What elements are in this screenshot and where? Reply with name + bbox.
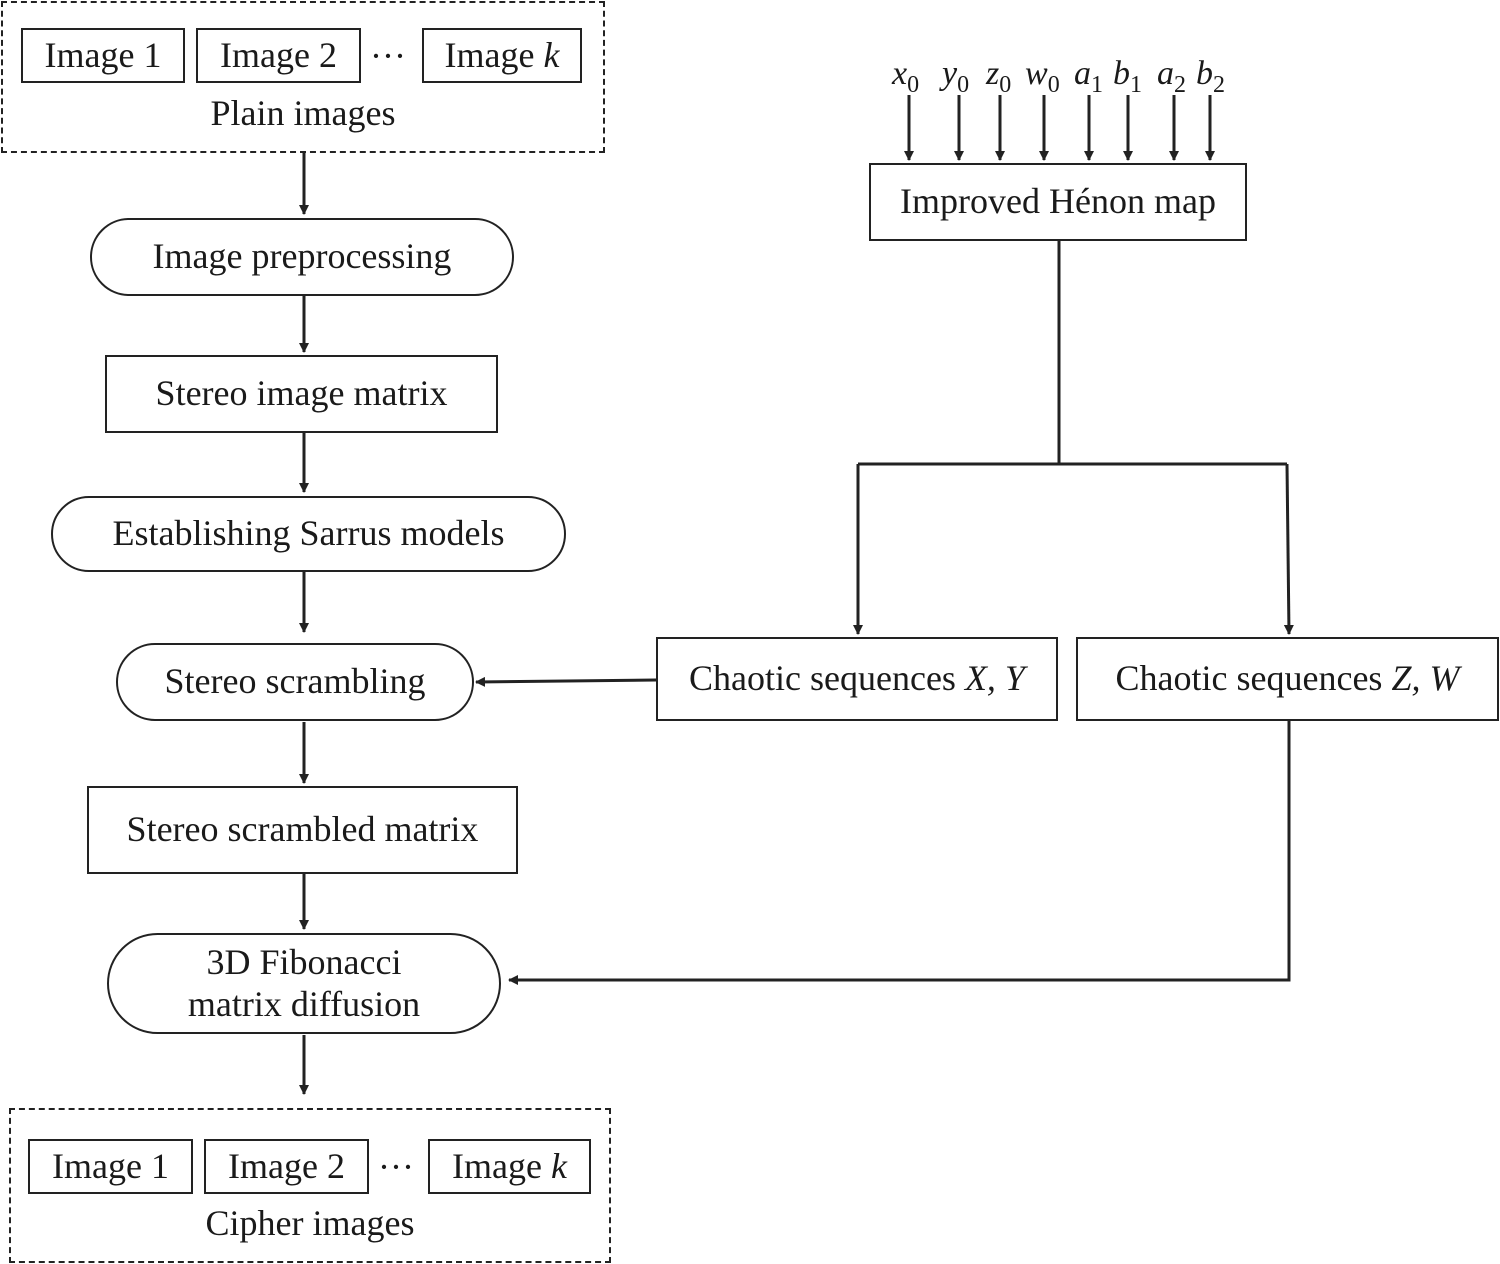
chaotic-sequences-zw-vars: Z, W: [1391, 658, 1460, 699]
stereo-scrambled-matrix-node: Stereo scrambled matrix: [87, 786, 518, 874]
param-b1-sub: 1: [1130, 72, 1142, 98]
param-w0-sub: 0: [1047, 72, 1060, 98]
chaotic-sequences-xy-prefix: Chaotic sequences: [689, 658, 965, 699]
cipher-image-k-prefix: Image: [452, 1145, 551, 1186]
plain-images-group: [1, 1, 605, 153]
cipher-image-1-prefix: Image: [52, 1145, 151, 1186]
chaotic-sequences-xy-node: Chaotic sequences X, Y: [656, 637, 1058, 721]
fibonacci-diffusion-line2: matrix diffusion: [187, 983, 421, 1024]
cipher-image-2-index: 2: [326, 1145, 345, 1186]
param-y0-sub: 0: [957, 72, 970, 98]
param-z0-var: z: [986, 55, 1000, 92]
sarrus-models-node: Establishing Sarrus models: [51, 496, 566, 572]
stereo-image-matrix-node: Stereo image matrix: [105, 355, 498, 433]
plain-images-label: Plain images: [210, 93, 396, 133]
fibonacci-diffusion-node: 3D Fibonacci matrix diffusion: [107, 933, 501, 1034]
param-a2: a2: [1157, 55, 1186, 97]
plain-image-1-index: 1: [143, 34, 162, 75]
cipher-images-group: [9, 1108, 611, 1263]
image-preprocessing-node: Image preprocessing: [90, 218, 514, 296]
plain-image-1-prefix: Image: [44, 34, 144, 75]
chaotic-sequences-xy-vars: X, Y: [964, 658, 1025, 699]
plain-image-k-prefix: Image: [444, 34, 544, 75]
plain-image-1-box: Image 1: [21, 28, 185, 83]
cipher-images-label: Cipher images: [205, 1203, 415, 1243]
arrow-xy-to-scrambling: [475, 676, 657, 687]
plain-image-2-index: 2: [318, 34, 337, 75]
cipher-image-k-box: Image k: [428, 1139, 591, 1194]
arrow-to-sequences-zw: [1283, 463, 1294, 635]
param-b1-var: b: [1113, 55, 1130, 92]
plain-image-k-box: Image k: [422, 28, 582, 83]
fibonacci-diffusion-line1: 3D Fibonacci: [206, 942, 402, 983]
param-a1-sub: 1: [1091, 72, 1103, 98]
param-a1-var: a: [1074, 55, 1091, 92]
cipher-images-ellipsis: ···: [378, 1147, 414, 1187]
arrow-zw-to-diffusion: [508, 720, 1291, 985]
param-a1: a1: [1074, 55, 1103, 97]
plain-image-2-box: Image 2: [196, 28, 361, 83]
cipher-image-k-index: k: [550, 1145, 567, 1186]
plain-images-ellipsis: ···: [370, 36, 406, 76]
plain-image-k-index: k: [543, 34, 560, 75]
cipher-image-1-box: Image 1: [28, 1139, 193, 1194]
cipher-image-2-box: Image 2: [204, 1139, 369, 1194]
param-x0-var: x: [892, 55, 908, 92]
param-x0-sub: 0: [907, 72, 920, 98]
param-a2-sub: 2: [1174, 72, 1186, 98]
param-b2: b2: [1196, 55, 1225, 97]
param-w0: w0: [1025, 55, 1060, 97]
param-b1: b1: [1113, 55, 1142, 97]
param-x0: x0: [892, 55, 919, 97]
param-b2-sub: 2: [1213, 72, 1225, 98]
henon-map-node: Improved Hénon map: [869, 163, 1247, 241]
param-z0-sub: 0: [999, 72, 1012, 98]
plain-image-2-prefix: Image: [220, 34, 319, 75]
stereo-scrambling-node: Stereo scrambling: [116, 643, 474, 721]
chaotic-sequences-zw-node: Chaotic sequences Z, W: [1076, 637, 1499, 721]
param-y0: y0: [942, 55, 969, 97]
chaotic-sequences-zw-prefix: Chaotic sequences: [1115, 658, 1392, 699]
param-b2-var: b: [1196, 55, 1213, 92]
param-y0-var: y: [942, 55, 958, 92]
cipher-image-2-prefix: Image: [228, 1145, 327, 1186]
param-w0-var: w: [1025, 55, 1048, 92]
cipher-image-1-index: 1: [150, 1145, 169, 1186]
param-z0: z0: [986, 55, 1011, 97]
param-a2-var: a: [1157, 55, 1174, 92]
